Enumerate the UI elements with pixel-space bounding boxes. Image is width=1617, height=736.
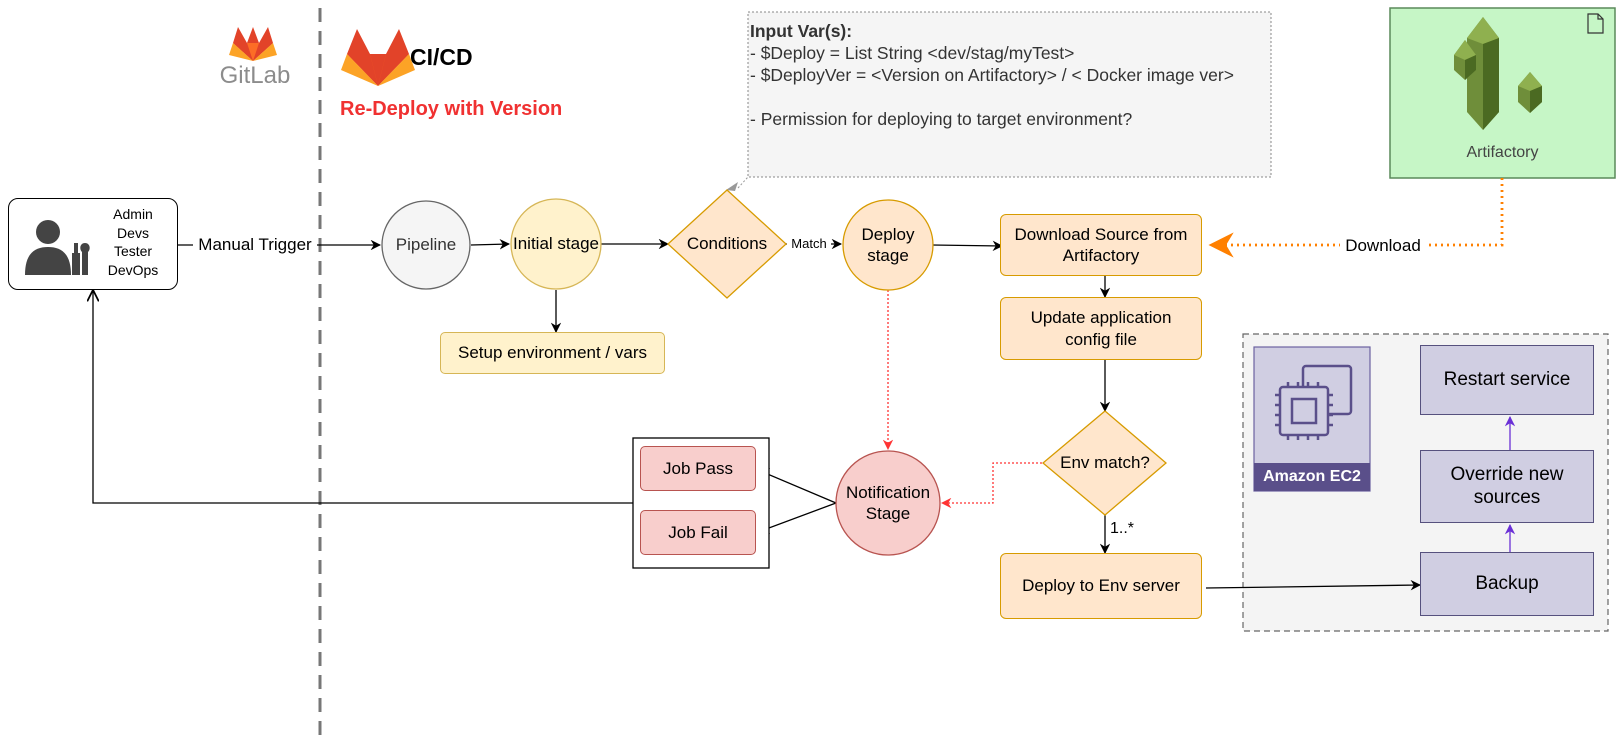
input-vars-line: - $Deploy = List String <dev/stag/myTest… [750,43,1075,63]
deploy-stage-circle [842,199,934,291]
match-label: Match [787,234,831,252]
input-vars-line [750,86,1271,108]
initial-stage-circle [510,198,602,290]
notification-stage-node[interactable]: Notification Stage [845,482,931,523]
update-config-node[interactable]: Update application config file [1000,297,1202,360]
conditions-diamond [667,189,787,299]
input-vars-line: - $DeployVer = <Version on Artifactory> … [750,65,1234,85]
deploy-stage-node[interactable]: Deploy stage [861,224,915,265]
conditions-node[interactable]: Conditions [686,234,768,254]
notification-stage-circle [835,450,941,556]
job-fail-node[interactable]: Job Fail [640,510,756,555]
deploy-env-server-node[interactable]: Deploy to Env server [1000,553,1202,619]
document-icon [1587,13,1604,34]
artifactory-crystals-icon [1454,17,1542,130]
initial-stage-node[interactable]: Initial stage [513,234,599,254]
cicd-logo-icon [341,29,415,86]
role-admin: Admin [113,206,153,222]
override-sources-node[interactable]: Override new sources [1420,450,1594,523]
env-match-node[interactable]: Env match? [1060,453,1150,473]
input-vars-border [747,11,1272,178]
env-match-diamond [1041,410,1168,516]
download-source-node[interactable]: Download Source from Artifactory [1000,214,1202,276]
role-devops: DevOps [107,261,159,278]
role-devs: Devs [117,224,149,241]
backup-node[interactable]: Backup [1420,552,1594,616]
artifactory-label: Artifactory [1466,144,1539,161]
pipeline-circle [381,200,471,290]
input-vars-note: Input Var(s): - $Deploy = List String <d… [748,20,1271,170]
multiplicity-label: 1..* [1110,520,1135,537]
input-vars-line: - Permission for deploying to target env… [750,109,1133,129]
role-tester: Tester [113,243,153,259]
restart-service-node[interactable]: Restart service [1420,345,1594,415]
job-pass-node[interactable]: Job Pass [640,446,756,491]
cicd-title: CI/CD [410,44,473,70]
pipeline-node[interactable]: Pipeline [395,235,457,255]
manual-trigger-label: Manual Trigger [193,234,317,256]
setup-environment-node[interactable]: Setup environment / vars [440,332,665,374]
amazon-ec2-label: Amazon EC2 [1263,468,1361,485]
gitlab-logo-icon [229,27,277,61]
user-node[interactable]: Admin Devs Tester DevOps [8,198,178,290]
ec2-chip-icon [1275,364,1353,440]
user-tools-icon [25,220,90,275]
download-label: Download [1340,235,1426,257]
input-vars-title: Input Var(s): [750,21,853,41]
user-roles: Admin Devs Tester DevOps [89,205,177,279]
gitlab-logo-text: GitLab [219,62,291,89]
page-subtitle: Re-Deploy with Version [340,98,563,120]
